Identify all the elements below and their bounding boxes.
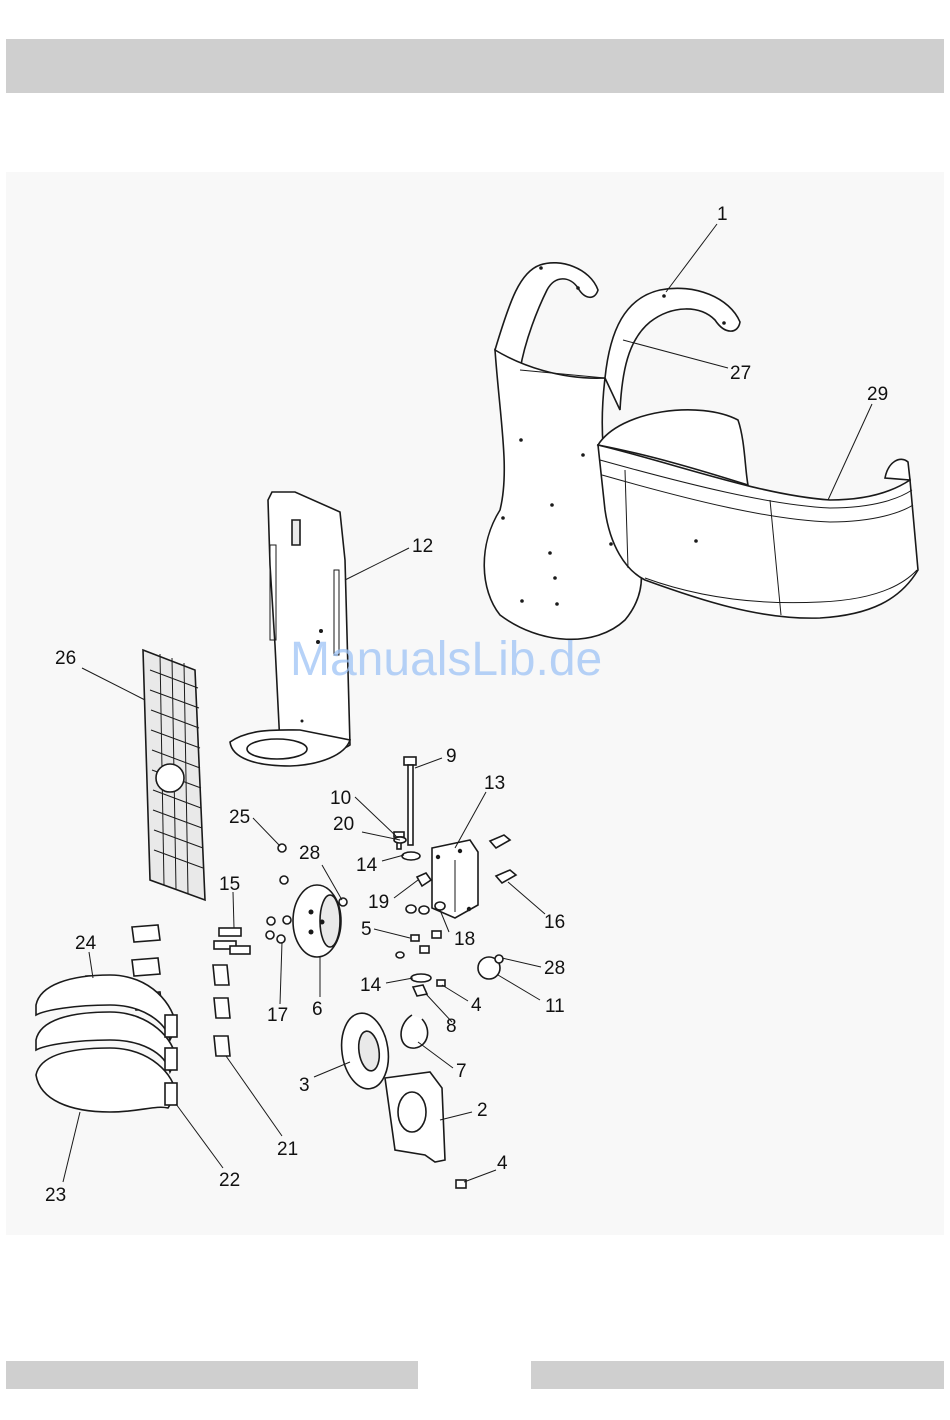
- part-9-long-bolt: [404, 757, 416, 845]
- callout-27: 27: [730, 363, 751, 384]
- part-7-clip-ring: [401, 1015, 428, 1048]
- footer-band-right: [531, 1361, 944, 1389]
- part-16-bolts: [490, 835, 516, 883]
- callout-12: 12: [412, 536, 433, 557]
- callout-10: 10: [330, 788, 351, 809]
- part-6-pulley-disc: [293, 885, 341, 957]
- exploded-parts-diagram: ManualsLib.de 1 27 29 12 26 9 10 13 25 2…: [6, 172, 944, 1235]
- part-18-nuts: [406, 902, 445, 914]
- callout-7: 7: [456, 1061, 467, 1082]
- part-19-nut: [417, 873, 431, 886]
- callout-26: 26: [55, 648, 76, 669]
- part-14-washer-lower: [411, 974, 431, 982]
- callout-18: 18: [454, 929, 475, 950]
- part-28-nut-right: [495, 955, 503, 963]
- callout-17: 17: [267, 1005, 288, 1026]
- callout-28-right: 28: [544, 958, 565, 979]
- callout-4-lower: 4: [497, 1153, 508, 1174]
- watermark: ManualsLib.de: [290, 633, 602, 686]
- diagram-svg: ManualsLib.de 1 27 29 12 26 9 10 13 25 2…: [6, 172, 944, 1235]
- callout-2: 2: [477, 1100, 488, 1121]
- callout-28-left: 28: [299, 843, 320, 864]
- part-15-bolts: [214, 928, 250, 954]
- callout-15: 15: [219, 874, 240, 895]
- part-14-washer-upper: [402, 852, 420, 860]
- part-2-mount-plate: [385, 1072, 445, 1162]
- callout-11: 11: [545, 996, 565, 1017]
- part-29-waist-belt: [598, 410, 918, 618]
- callout-22: 22: [219, 1170, 240, 1191]
- part-28-nut-left: [339, 898, 347, 906]
- part-4-screw-lower: [456, 1180, 466, 1188]
- part-8-nut: [413, 985, 427, 996]
- part-12-holder-bracket: [230, 492, 350, 766]
- callout-1: 1: [717, 204, 728, 225]
- part-4-screw-upper: [437, 980, 445, 986]
- callout-25: 25: [229, 807, 250, 828]
- callout-6: 6: [312, 999, 323, 1020]
- callout-14-upper: 14: [356, 855, 378, 876]
- callout-29: 29: [867, 384, 888, 405]
- callout-5: 5: [361, 919, 372, 940]
- part-26-grip-mat: [143, 650, 205, 900]
- callout-16: 16: [544, 912, 565, 933]
- callout-13: 13: [484, 773, 505, 794]
- callout-19: 19: [368, 892, 389, 913]
- callout-9: 9: [446, 746, 457, 767]
- part-22-buckles: [165, 1015, 177, 1105]
- header-band: [6, 39, 944, 93]
- part-5-screws: [396, 931, 441, 958]
- footer-band-left: [6, 1361, 418, 1389]
- callout-4-upper: 4: [471, 995, 482, 1016]
- part-21-plates: [213, 965, 230, 1056]
- callout-8: 8: [446, 1016, 457, 1037]
- callout-3: 3: [299, 1075, 310, 1096]
- callout-24: 24: [75, 933, 97, 954]
- callout-23: 23: [45, 1185, 66, 1206]
- part-17-nuts: [266, 876, 291, 943]
- part-23-strap-bands: [36, 975, 176, 1112]
- callout-20: 20: [333, 814, 354, 835]
- callout-21: 21: [277, 1139, 298, 1160]
- callout-14-lower: 14: [360, 975, 382, 996]
